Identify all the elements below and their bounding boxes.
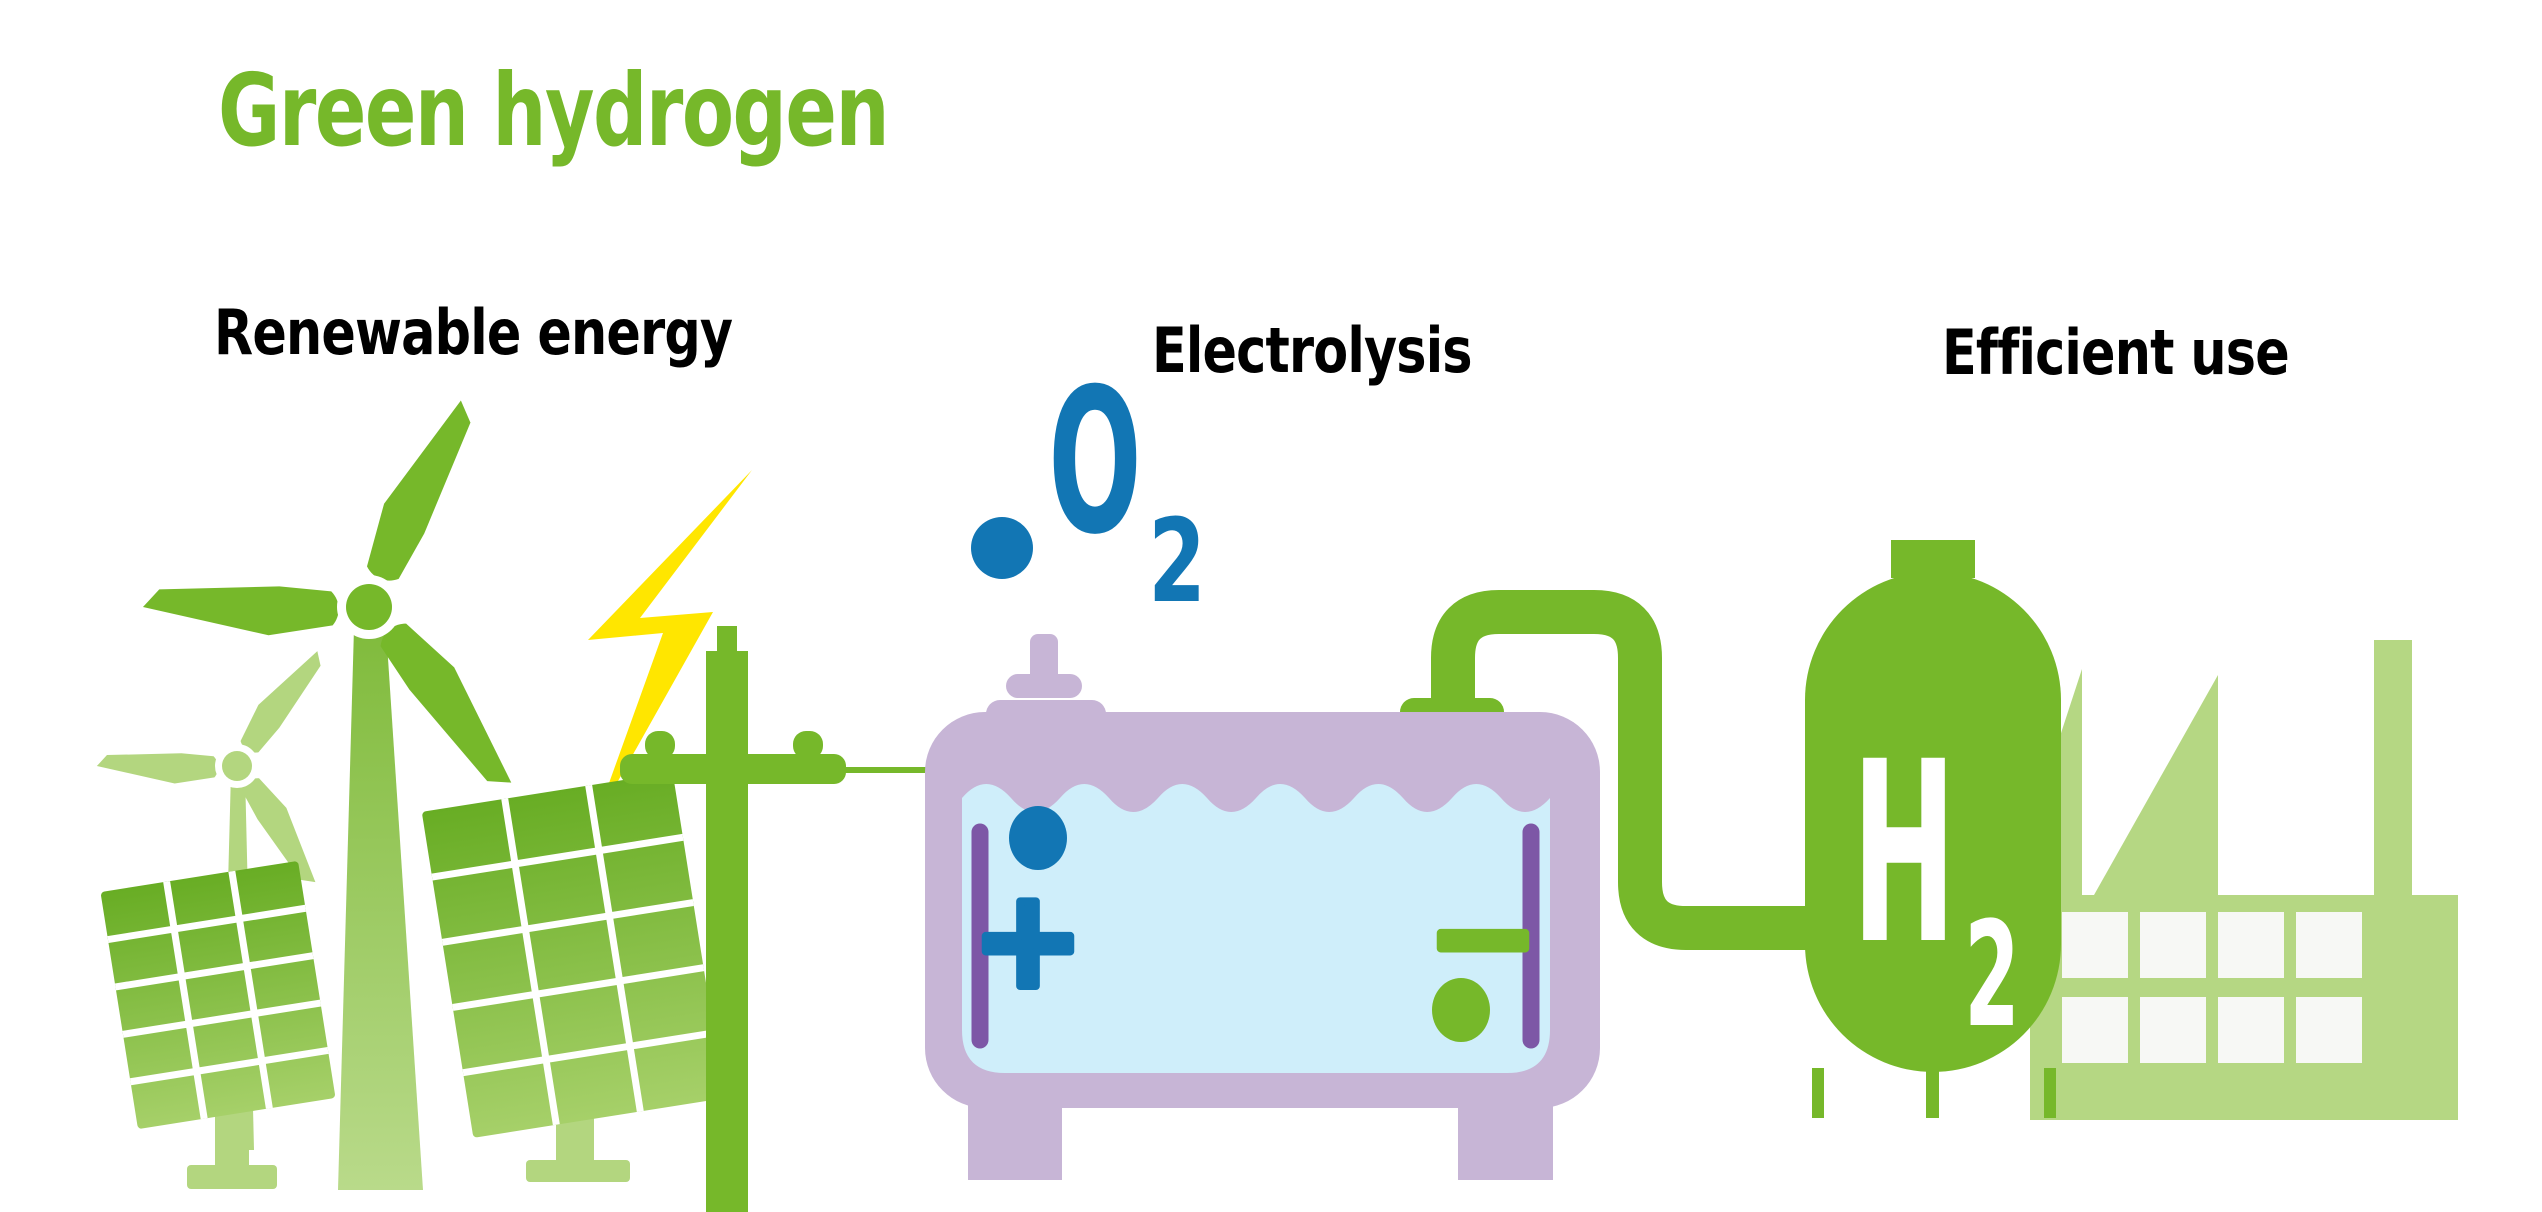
section-heading-efficient-use: Efficient use	[1942, 316, 2290, 389]
turbine-hub	[222, 751, 252, 781]
factory-roof-sawtooth-2	[2094, 675, 2218, 895]
turbine-tower	[338, 628, 423, 1190]
solar-panel-left-icon	[101, 861, 335, 1189]
tank-leg-left	[968, 1100, 1062, 1180]
oxygen-subscript: 2	[1148, 494, 1206, 628]
panel-base	[187, 1165, 277, 1189]
tank-valve-stem	[1030, 634, 1058, 684]
gas-pipe	[1431, 590, 1806, 950]
section-heading-electrolysis: Electrolysis	[1152, 314, 1473, 387]
window	[2140, 912, 2206, 978]
window	[2296, 997, 2362, 1063]
tank-leg	[1926, 1068, 1939, 1118]
oxygen-molecule-label: O 2	[971, 346, 1206, 629]
tank-valve-collar-upper	[1006, 674, 1082, 698]
solar-panel-right-icon	[422, 772, 724, 1182]
electrolysis-group: O 2	[925, 346, 1806, 1180]
tank-leg	[1812, 1068, 1824, 1118]
oxygen-symbol: O	[1048, 346, 1142, 579]
electrolyzer-tank-icon: + −	[925, 634, 1600, 1180]
window	[2218, 912, 2284, 978]
hydrogen-symbol: H	[1852, 709, 1957, 1000]
factory-windows	[2062, 912, 2362, 1063]
oxygen-bubble-icon	[1009, 806, 1067, 870]
hydrogen-bubble-icon	[1432, 978, 1490, 1042]
tank-neck	[1891, 540, 1975, 578]
hydrogen-subscript: 2	[1964, 890, 2019, 1060]
section-heading-renewable-energy: Renewable energy	[214, 296, 733, 369]
window	[2062, 997, 2128, 1063]
electrolyte-water	[962, 784, 1550, 1073]
factory-chimney	[2374, 640, 2412, 898]
hydrogen-molecule-label: H 2	[1852, 709, 2020, 1060]
factory-icon	[2008, 640, 2458, 1120]
tank-leg-right	[1458, 1100, 1553, 1180]
window	[2140, 997, 2206, 1063]
tank-vessel	[1805, 572, 2061, 1072]
panel-base	[526, 1160, 630, 1182]
lightning-bolt-icon	[588, 470, 752, 822]
oxygen-bubble-icon	[971, 517, 1033, 579]
turbine-hub	[346, 584, 392, 630]
tank-leg	[2044, 1068, 2056, 1118]
anode-sign: +	[971, 861, 1084, 1018]
h2-storage-tank-icon: H 2	[1805, 540, 2061, 1118]
wind-turbine-large-icon	[142, 389, 532, 1190]
page-title: Green hydrogen	[218, 52, 890, 169]
pole-mast	[706, 651, 748, 1212]
power-pole-icon	[620, 626, 846, 1212]
insulator-left	[645, 731, 675, 759]
window	[2218, 997, 2284, 1063]
window	[2296, 912, 2362, 978]
insulator-right	[793, 731, 823, 759]
window	[2062, 912, 2128, 978]
renewable-energy-group	[96, 389, 928, 1212]
cathode-sign: −	[1426, 858, 1539, 1015]
pole-crossarm	[620, 754, 846, 784]
efficient-use-group: H 2	[1805, 540, 2458, 1120]
